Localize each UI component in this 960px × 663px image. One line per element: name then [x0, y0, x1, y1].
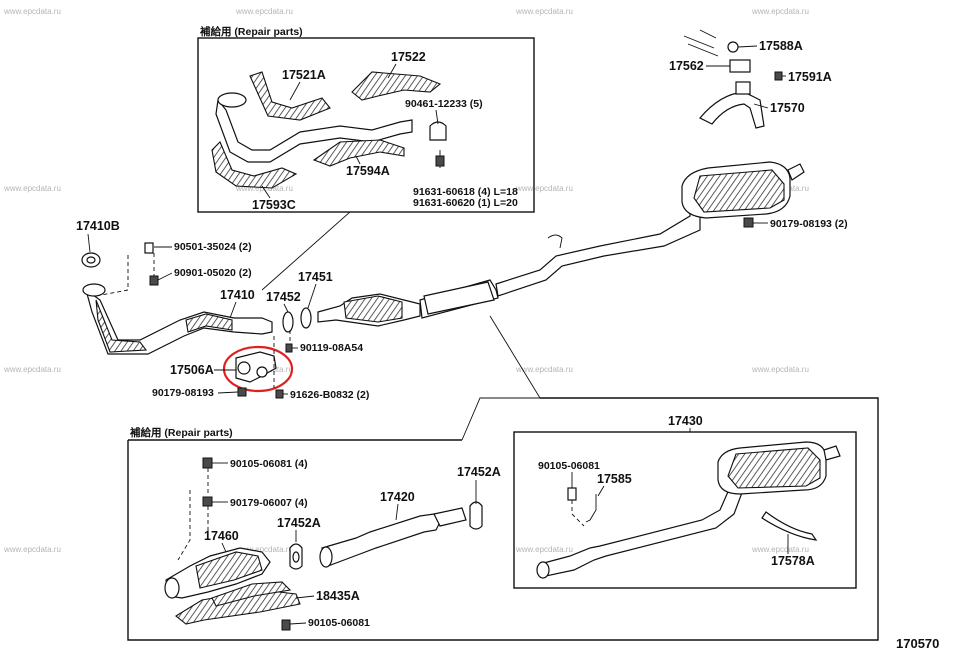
clamp	[429, 121, 447, 141]
bushing-17588A	[727, 41, 739, 53]
svg-text:www.epcdata.ru: www.epcdata.ru	[515, 545, 573, 554]
highlighted-part-17506A[interactable]	[222, 345, 294, 393]
label-90105-06081-right: 90105-06081	[538, 460, 600, 472]
bolt-icon	[281, 619, 291, 631]
nut-icon	[743, 217, 754, 228]
label-17451: 17451	[298, 270, 333, 284]
nut-icon	[202, 457, 213, 469]
label-90119-08A54: 90119-08A54	[300, 342, 363, 354]
label-17506A: 17506A	[170, 363, 214, 377]
hanger-17578A	[761, 511, 818, 541]
gasket-17452A-top	[469, 501, 483, 530]
gasket-17452	[282, 311, 294, 333]
label-17420: 17420	[380, 490, 415, 504]
label-91626-B0832: 91626-B0832 (2)	[290, 389, 369, 401]
mount-17562	[729, 59, 751, 73]
nut-icon	[149, 275, 159, 286]
svg-text:www.epcdata.ru: www.epcdata.ru	[751, 365, 809, 374]
label-17570: 17570	[770, 101, 805, 115]
label-90105-06081-lower: 90105-06081	[308, 617, 370, 629]
label-90501-35024: 90501-35024 (2)	[174, 241, 252, 253]
label-90179-08193: 90179-08193	[152, 387, 214, 399]
label-91631-60620: 91631-60620 (1) L=20	[413, 197, 518, 209]
nut-icon	[237, 387, 247, 397]
resonator	[423, 281, 495, 315]
manifold-flange	[82, 283, 106, 297]
bracket	[735, 81, 751, 95]
svg-text:www.epcdata.ru: www.epcdata.ru	[3, 365, 61, 374]
label-17594A: 17594A	[346, 164, 390, 178]
svg-text:www.epcdata.ru: www.epcdata.ru	[751, 545, 809, 554]
repair-parts-box-top: 補給用 (Repair parts) 17522 17521A 90461-12…	[197, 25, 535, 213]
label-17585: 17585	[597, 472, 632, 486]
label-17452A: 17452A	[457, 465, 501, 479]
svg-text:www.epcdata.ru: www.epcdata.ru	[515, 365, 573, 374]
label-17562: 17562	[669, 59, 704, 73]
svg-text:www.epcdata.ru: www.epcdata.ru	[3, 545, 61, 554]
bolt-icon	[567, 487, 577, 501]
nut-icon	[202, 496, 213, 507]
label-17521A: 17521A	[282, 68, 326, 82]
heat-shield-17593C	[211, 141, 298, 189]
label-17460: 17460	[204, 529, 239, 543]
gasket-17451	[300, 307, 312, 329]
callout-line-top	[261, 211, 352, 291]
label-90179-06007: 90179-06007 (4)	[230, 497, 308, 509]
svg-text:www.epcdata.ru: www.epcdata.ru	[235, 545, 293, 554]
heat-shield-17594A	[312, 139, 405, 167]
heat-shield-17522	[351, 71, 442, 101]
box-frame	[197, 37, 535, 213]
intermediate-pipe	[495, 203, 701, 297]
label-17591A: 17591A	[788, 70, 832, 84]
label-90179-08193-right: 90179-08193 (2)	[770, 218, 848, 230]
guide-line	[95, 255, 129, 297]
bracket-17506A	[235, 351, 277, 383]
wire-17585	[585, 494, 597, 523]
box-title: 補給用 (Repair parts)	[199, 25, 303, 38]
box-frame	[127, 397, 879, 641]
label-90461-12233: 90461-12233 (5)	[405, 98, 483, 110]
box-title: 補給用 (Repair parts)	[129, 426, 233, 439]
hanger-17570	[699, 91, 765, 129]
label-17410B: 17410B	[76, 219, 120, 233]
box-frame	[513, 431, 857, 589]
flange	[217, 92, 247, 108]
front-pipe-repair	[215, 98, 413, 163]
label-17522: 17522	[391, 50, 426, 64]
highlight-circle	[222, 345, 294, 393]
bolt-icon	[435, 155, 445, 167]
bolt-icon	[285, 343, 293, 353]
main-exhaust-assembly: 17410B 90501-35024 (2) 90901-05020 (2) 1…	[76, 29, 848, 401]
label-18435A: 18435A	[316, 589, 360, 603]
label-17452A-lower: 17452A	[277, 516, 321, 530]
front-pipe-17410	[84, 288, 273, 355]
callout-line-bottom	[461, 315, 541, 441]
svg-text:www.epcdata.ru: www.epcdata.ru	[235, 7, 293, 16]
svg-text:www.epcdata.ru: www.epcdata.ru	[3, 7, 61, 16]
tail-pipe	[787, 163, 805, 181]
label-90901-05020: 90901-05020 (2)	[174, 267, 252, 279]
svg-text:www.epcdata.ru: www.epcdata.ru	[751, 7, 809, 16]
tail-assembly-box: 17430 90105-06081 17585 17578A	[513, 414, 857, 589]
diagram-number: 170570	[896, 636, 939, 651]
center-pipe-17420	[321, 513, 441, 567]
label-17410: 17410	[220, 288, 255, 302]
svg-text:www.epcdata.ru: www.epcdata.ru	[3, 184, 61, 193]
label-17430: 17430	[668, 414, 703, 428]
heat-shield-17521A	[249, 71, 331, 121]
label-17588A: 17588A	[759, 39, 803, 53]
svg-text:www.epcdata.ru: www.epcdata.ru	[515, 7, 573, 16]
repair-parts-box-bottom: 補給用 (Repair parts) 90105-06081 (4) 90179…	[127, 397, 879, 641]
label-17452: 17452	[266, 290, 301, 304]
label-91631-60618: 91631-60618 (4) L=18	[413, 186, 518, 198]
label-17578A: 17578A	[771, 554, 815, 568]
stud-icon	[144, 242, 154, 254]
label-17593C: 17593C	[252, 198, 296, 212]
nut-17591A	[774, 71, 783, 81]
svg-text:www.epcdata.ru: www.epcdata.ru	[515, 184, 573, 193]
label-90105-06081: 90105-06081 (4)	[230, 458, 308, 470]
bolt-icon	[275, 389, 284, 399]
